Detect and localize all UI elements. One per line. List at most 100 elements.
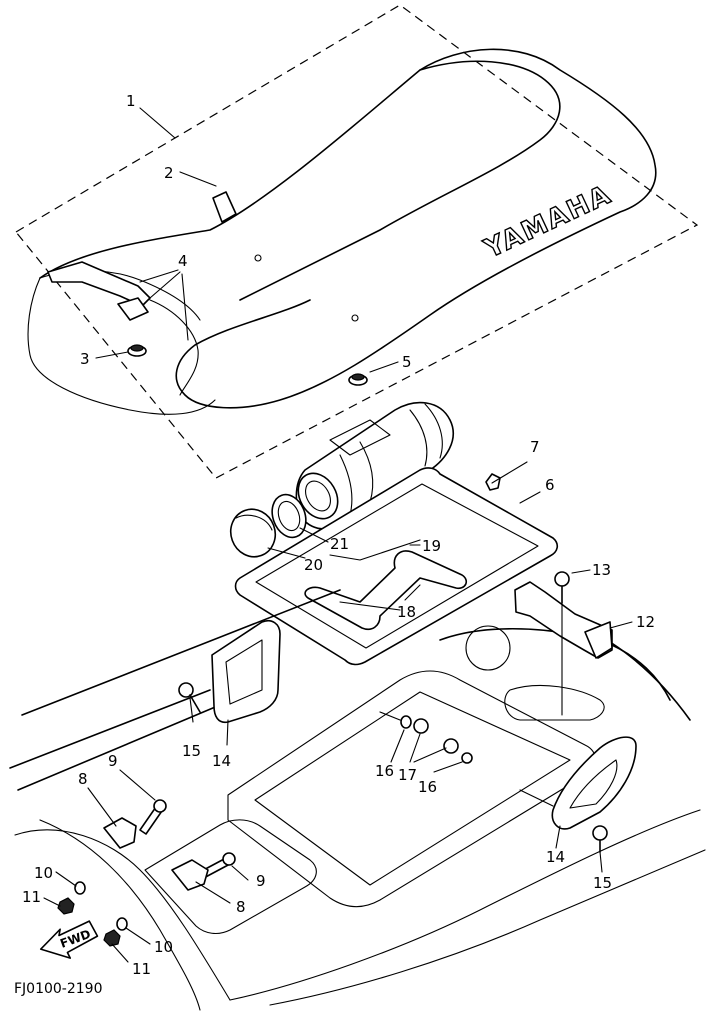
leader-9a <box>119 769 156 801</box>
diagram-code: FJ0100-2190 <box>14 981 103 997</box>
hull-deck-panel <box>227 670 596 908</box>
leader-16a <box>390 729 405 763</box>
intake-duct-rib-1 <box>339 454 353 516</box>
bolt-15-left-shank <box>189 694 201 713</box>
intake-duct-rib-2 <box>359 441 374 503</box>
callout-18: 18 <box>397 603 416 621</box>
intake-bracket <box>329 419 391 456</box>
callout-1: 1 <box>126 92 136 110</box>
seat-strap-clip <box>117 297 149 321</box>
leader-13 <box>571 569 591 574</box>
washer-10-upper <box>74 881 86 895</box>
leader-17a <box>409 733 421 763</box>
leader-4a <box>139 269 179 283</box>
leader-15a <box>189 697 194 723</box>
leader-4c <box>181 273 189 341</box>
leader-5 <box>369 361 399 373</box>
seat-damper-right-top <box>351 373 365 381</box>
seat-hole-mark <box>254 254 262 262</box>
callout-11-lower: 11 <box>132 960 151 978</box>
leader-3 <box>95 351 129 359</box>
nut-11-lower <box>103 929 121 947</box>
callout-2: 2 <box>164 164 174 182</box>
screw-9-upper-head <box>153 799 167 813</box>
hull-rear-curve <box>439 628 671 701</box>
callout-15-left: 15 <box>182 742 201 760</box>
seat-strap-cable <box>149 299 199 396</box>
leader-11a <box>43 897 61 907</box>
leader-18b <box>404 584 421 601</box>
callout-6: 6 <box>545 476 555 494</box>
hull-front-tray <box>144 819 317 935</box>
callout-numbers: 1 2 4 3 5 7 6 21 19 20 13 18 12 15 14 9 … <box>22 92 655 978</box>
leader-14a <box>226 719 229 746</box>
callout-12: 12 <box>636 613 655 631</box>
leader-15b <box>599 851 603 873</box>
callout-20: 20 <box>304 556 323 574</box>
bolt-15-right-head <box>592 825 608 841</box>
intake-duct-mouth-inner <box>305 480 331 512</box>
intake-duct-rib-4 <box>424 403 443 459</box>
leader-9b <box>231 865 249 881</box>
callout-21: 21 <box>330 535 349 553</box>
callout-19: 19 <box>422 537 441 555</box>
callout-11-upper: 11 <box>22 888 41 906</box>
leader-2 <box>179 171 217 187</box>
leader-6 <box>519 491 541 504</box>
nut-17-b <box>443 738 459 754</box>
fwd-arrow: FWD <box>39 920 99 959</box>
leader-14b <box>555 825 561 849</box>
callout-10-upper: 10 <box>34 864 53 882</box>
callout-15-right: 15 <box>593 874 612 892</box>
hull-side-line-3 <box>229 809 701 1001</box>
bracket-8-lower <box>171 859 209 891</box>
hatch-cover-inner <box>255 483 539 649</box>
callout-16-left: 16 <box>375 762 394 780</box>
leader-14b-pin <box>519 789 554 807</box>
leader-1 <box>139 107 176 139</box>
hull-rear-step <box>504 684 605 721</box>
leader-16b <box>433 761 463 773</box>
leader-8b <box>195 881 231 904</box>
leader-11b <box>111 943 129 963</box>
intake-ring <box>271 493 307 539</box>
intake-duct-mouth <box>297 472 339 520</box>
callout-17: 17 <box>398 766 417 784</box>
leader-12 <box>609 621 633 629</box>
nut-17-a <box>413 718 429 734</box>
leader-20 <box>267 547 306 559</box>
intake-cap <box>229 508 277 558</box>
callout-9-lower: 9 <box>256 872 266 890</box>
nut-11-upper <box>57 897 75 915</box>
callout-16-right: 16 <box>418 778 437 796</box>
intake-duct-rib-3 <box>409 409 428 467</box>
hull-side-line-1 <box>14 829 231 1001</box>
leader-10b <box>125 927 151 945</box>
hull-deck-panel-inner <box>254 691 571 886</box>
seat-latch-hook <box>584 621 613 659</box>
intake-ring-inner <box>277 500 301 532</box>
hull-round-port <box>465 625 511 671</box>
leader-10a <box>55 871 77 887</box>
callout-4: 4 <box>178 252 188 270</box>
seat-cushion-outline <box>39 48 657 409</box>
leader-18a <box>339 601 401 611</box>
bracket-8-upper <box>103 817 137 849</box>
intake-group <box>229 401 559 666</box>
pin-16 <box>379 711 401 721</box>
leader-21 <box>299 527 329 543</box>
hull-side-line-4 <box>269 849 706 1006</box>
callout-14-right: 14 <box>546 848 565 866</box>
callout-8-upper: 8 <box>78 770 88 788</box>
bolt-13-head <box>554 571 570 587</box>
hull-side-line-2 <box>39 819 201 1011</box>
leader-8a <box>87 787 117 827</box>
leader-lines <box>43 107 633 963</box>
seat-assembly-group: YAMAHA <box>15 4 699 479</box>
seat-dashed-boundary <box>15 4 699 479</box>
hatch-gasket <box>304 550 468 631</box>
seat-label-tag <box>212 191 237 223</box>
fwd-arrow-shape <box>39 920 99 959</box>
fasteners-group <box>57 571 608 947</box>
